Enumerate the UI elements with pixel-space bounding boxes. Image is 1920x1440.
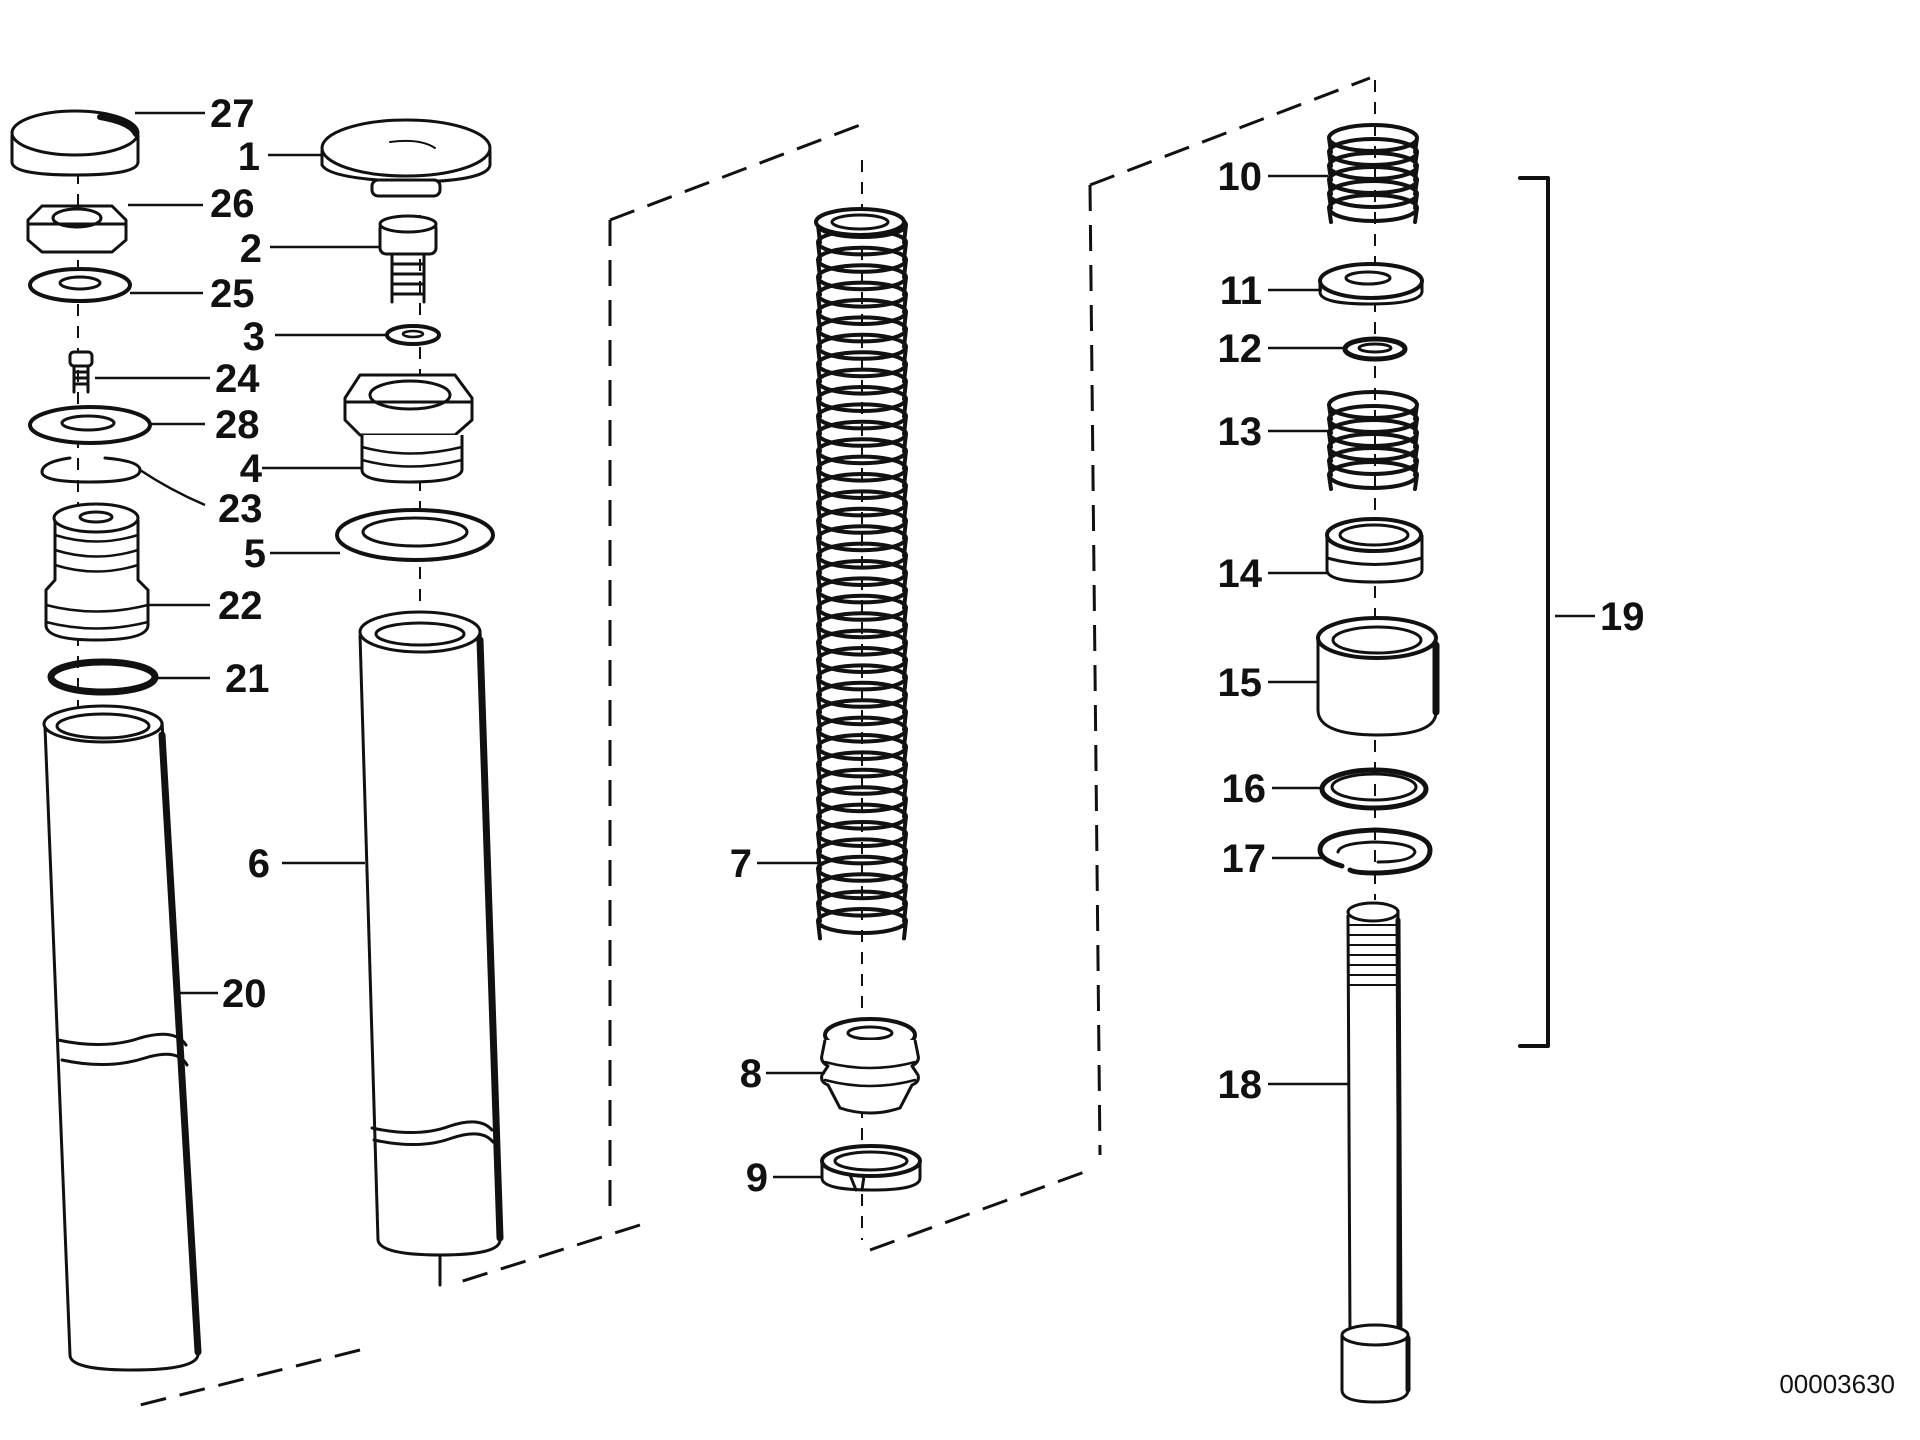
callout-13: 13 [1218, 410, 1263, 454]
callout-6: 6 [248, 842, 270, 886]
part-3-small-washer [385, 324, 441, 346]
document-number: 00003630 [1779, 1369, 1895, 1399]
callout-14: 14 [1218, 552, 1263, 596]
part-22-threaded-plug [44, 502, 150, 642]
callout-9: 9 [746, 1156, 768, 1200]
callout-20: 20 [222, 972, 267, 1016]
part-9-ring [820, 1144, 922, 1192]
callout-22: 22 [218, 584, 263, 628]
part-4-threaded-plug [343, 373, 474, 484]
part-17-circlip [1317, 827, 1433, 876]
callout-3: 3 [243, 315, 265, 359]
callout-21: 21 [225, 657, 270, 701]
part-group-center [814, 160, 922, 1240]
part-group-right [1316, 80, 1550, 1404]
callout-8: 8 [740, 1052, 762, 1096]
part-group-left [10, 109, 202, 1372]
callout-26: 26 [210, 182, 255, 226]
part-1-cap [320, 118, 492, 198]
callout-28: 28 [215, 403, 260, 447]
part-5-large-washer [335, 508, 495, 562]
callout-4: 4 [240, 447, 263, 491]
callout-15: 15 [1218, 661, 1263, 705]
callout-labels: 27 1 26 2 25 3 24 28 4 23 5 22 21 6 20 7… [210, 92, 1645, 1200]
assembly-separator-lines [139, 76, 1371, 1407]
part-23-circlip [40, 456, 142, 484]
part-18-damper-rod [1340, 901, 1411, 1404]
bracket-19 [1518, 176, 1550, 1048]
callout-7: 7 [730, 842, 752, 886]
part-26-hex-nut [26, 204, 128, 254]
callout-2: 2 [240, 227, 262, 271]
part-25-washer [28, 267, 132, 303]
part-group-second [320, 118, 504, 1287]
callout-5: 5 [244, 532, 266, 576]
callout-27: 27 [210, 92, 255, 136]
part-21-o-ring [47, 658, 159, 696]
callout-10: 10 [1218, 155, 1263, 199]
part-7-main-spring [814, 207, 908, 941]
part-8-buffer [820, 1017, 920, 1115]
callout-12: 12 [1218, 327, 1263, 371]
callout-1: 1 [238, 135, 260, 179]
callout-11: 11 [1220, 269, 1262, 313]
part-6-tube [358, 610, 504, 1287]
part-24-screw [68, 350, 94, 394]
part-12-small-ring [1342, 336, 1408, 362]
part-27-cap [10, 109, 140, 177]
callout-16: 16 [1222, 767, 1267, 811]
part-20-tube [42, 704, 202, 1372]
leader-lines [95, 111, 1595, 1179]
part-13-spring [1327, 390, 1419, 491]
callout-24: 24 [215, 357, 260, 401]
callout-23: 23 [218, 487, 263, 531]
part-2-bolt [378, 214, 438, 304]
callout-25: 25 [210, 272, 255, 316]
part-11-washer [1318, 262, 1424, 306]
part-14-bushing [1325, 517, 1424, 584]
callout-17: 17 [1222, 837, 1267, 881]
part-10-spring [1327, 123, 1419, 224]
part-28-washer [28, 405, 152, 445]
part-15-sleeve [1316, 616, 1440, 737]
callout-19: 19 [1600, 595, 1645, 639]
callout-18: 18 [1218, 1063, 1263, 1107]
